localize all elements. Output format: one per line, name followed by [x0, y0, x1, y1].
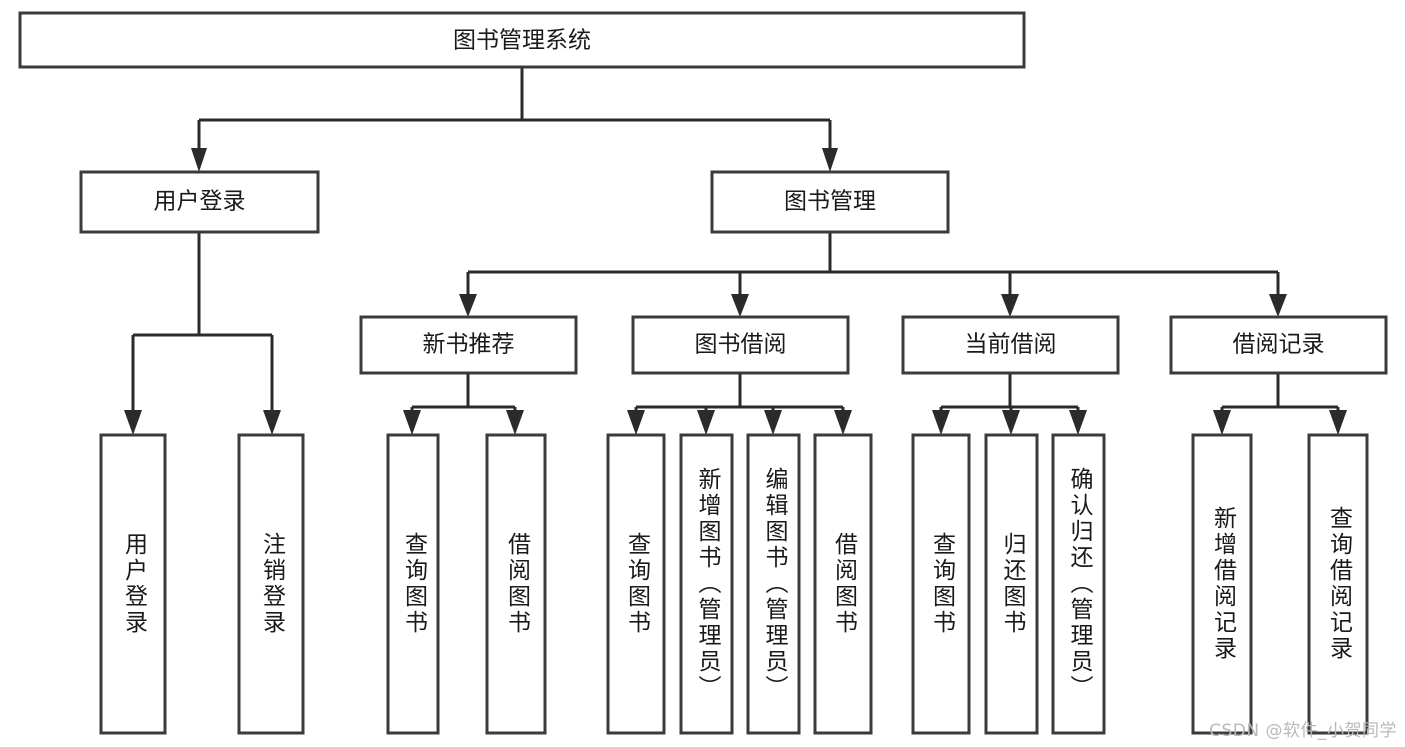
node-leaf-logout-label: 注销登录	[258, 532, 285, 636]
node-leaf-add-book[interactable]: 新增图书（管理员）	[679, 433, 734, 735]
node-leaf-return-book-textwrap: 归还图书	[999, 532, 1025, 636]
arrow-bm-to-current-borrow	[1001, 294, 1019, 317]
node-book-borrow-label: 图书借阅	[695, 332, 787, 358]
node-root-label: 图书管理系统	[453, 28, 591, 54]
node-user-login[interactable]: 用户登录	[79, 170, 320, 234]
node-leaf-confirm-return-box[interactable]	[1051, 433, 1106, 735]
node-leaf-query-book-3-textwrap: 查询图书	[928, 532, 955, 636]
node-leaf-query-book-2[interactable]: 查询图书	[606, 433, 666, 735]
node-book-manage[interactable]: 图书管理	[710, 170, 950, 234]
node-leaf-borrow-book-1-textwrap: 借阅图书	[503, 532, 530, 636]
node-leaf-query-book-1[interactable]: 查询图书	[386, 433, 440, 735]
node-borrow-record-label: 借阅记录	[1233, 332, 1325, 358]
connector-layer	[124, 67, 1347, 435]
node-leaf-user-login-textwrap: 用户登录	[120, 532, 147, 636]
arrow-cb-to-leaf2	[1002, 410, 1020, 435]
node-leaf-confirm-return-label: 确认归还（管理员）	[1066, 467, 1092, 701]
node-leaf-edit-book-label: 编辑图书（管理员）	[761, 467, 787, 701]
node-leaf-borrow-book-2-label: 借阅图书	[830, 532, 857, 636]
node-leaf-user-login-label: 用户登录	[120, 532, 147, 636]
node-leaf-confirm-return[interactable]: 确认归还（管理员）	[1051, 433, 1106, 735]
arrow-user-login-to-leaf2	[263, 410, 281, 435]
node-leaf-add-book-textwrap: 新增图书（管理员）	[694, 467, 720, 701]
node-leaf-edit-book-box[interactable]	[746, 433, 801, 735]
node-leaf-logout[interactable]: 注销登录	[237, 433, 305, 735]
node-borrow-record[interactable]: 借阅记录	[1169, 315, 1388, 375]
node-leaf-user-login-box[interactable]	[99, 433, 167, 735]
node-leaf-edit-book-textwrap: 编辑图书（管理员）	[761, 467, 787, 701]
node-root[interactable]: 图书管理系统	[18, 11, 1026, 69]
node-leaf-query-book-1-label: 查询图书	[400, 532, 427, 636]
node-leaf-query-record-textwrap: 查询借阅记录	[1325, 506, 1352, 662]
arrow-cb-to-leaf3	[1069, 410, 1087, 435]
node-leaf-query-book-3-label: 查询图书	[928, 532, 955, 636]
node-current-borrow[interactable]: 当前借阅	[901, 315, 1120, 375]
arrow-br-to-leaf2	[1329, 410, 1347, 435]
node-leaf-query-book-2-label: 查询图书	[623, 532, 650, 636]
node-leaf-add-book-box[interactable]	[679, 433, 734, 735]
arrow-root-to-book-manage	[822, 148, 838, 172]
node-root-box[interactable]	[18, 11, 1026, 69]
node-leaf-add-record-label: 新增借阅记录	[1209, 506, 1236, 662]
node-new-book-rec[interactable]: 新书推荐	[359, 315, 578, 375]
node-leaf-add-record-textwrap: 新增借阅记录	[1209, 506, 1236, 662]
arrow-cb-to-leaf1	[932, 410, 950, 435]
node-leaf-query-book-2-box[interactable]	[606, 433, 666, 735]
node-current-borrow-label: 当前借阅	[965, 332, 1057, 358]
arrow-bb-to-leaf1	[627, 410, 645, 435]
node-book-manage-label: 图书管理	[784, 189, 876, 215]
node-leaf-query-record-label: 查询借阅记录	[1325, 506, 1352, 662]
node-leaf-query-book-1-box[interactable]	[386, 433, 440, 735]
node-leaf-add-book-label: 新增图书（管理员）	[694, 467, 720, 701]
node-user-login-box[interactable]	[79, 170, 320, 234]
node-leaf-borrow-book-2[interactable]: 借阅图书	[813, 433, 873, 735]
arrow-bm-to-new-book-rec	[459, 294, 477, 317]
node-current-borrow-box[interactable]	[901, 315, 1120, 375]
node-book-borrow[interactable]: 图书借阅	[631, 315, 850, 375]
node-user-login-label: 用户登录	[154, 189, 246, 215]
arrow-bb-to-leaf3	[764, 410, 782, 435]
arrow-br-to-leaf1	[1213, 410, 1231, 435]
node-leaf-query-book-3-box[interactable]	[911, 433, 971, 735]
node-leaf-logout-box[interactable]	[237, 433, 305, 735]
node-leaf-borrow-book-1-label: 借阅图书	[503, 532, 530, 636]
node-book-borrow-box[interactable]	[631, 315, 850, 375]
node-leaf-return-book[interactable]: 归还图书	[984, 433, 1039, 735]
arrow-nbr-to-leaf1	[403, 410, 421, 435]
node-leaf-borrow-book-1[interactable]: 借阅图书	[485, 433, 547, 735]
node-leaf-return-book-box[interactable]	[984, 433, 1039, 735]
node-borrow-record-box[interactable]	[1169, 315, 1388, 375]
arrow-bm-to-borrow-record	[1269, 294, 1287, 317]
node-leaf-logout-textwrap: 注销登录	[258, 532, 285, 636]
node-new-book-rec-label: 新书推荐	[423, 332, 515, 358]
node-new-book-rec-box[interactable]	[359, 315, 578, 375]
arrow-nbr-to-leaf2	[506, 410, 524, 435]
node-leaf-query-record[interactable]: 查询借阅记录	[1307, 433, 1369, 735]
node-leaf-user-login[interactable]: 用户登录	[99, 433, 167, 735]
node-leaf-query-book-2-textwrap: 查询图书	[623, 532, 650, 636]
node-book-manage-box[interactable]	[710, 170, 950, 234]
arrow-root-to-user-login	[191, 148, 207, 172]
arrow-bb-to-leaf4	[834, 410, 852, 435]
node-leaf-confirm-return-textwrap: 确认归还（管理员）	[1066, 467, 1092, 701]
node-leaf-return-book-label: 归还图书	[999, 532, 1025, 636]
arrow-bm-to-book-borrow	[731, 294, 749, 317]
node-leaf-query-record-box[interactable]	[1307, 433, 1369, 735]
node-leaf-borrow-book-2-box[interactable]	[813, 433, 873, 735]
arrow-bb-to-leaf2	[697, 410, 715, 435]
node-leaf-add-record-box[interactable]	[1191, 433, 1253, 735]
node-leaf-edit-book[interactable]: 编辑图书（管理员）	[746, 433, 801, 735]
node-leaf-query-book-1-textwrap: 查询图书	[400, 532, 427, 636]
node-leaf-add-record[interactable]: 新增借阅记录	[1191, 433, 1253, 735]
node-leaf-borrow-book-1-box[interactable]	[485, 433, 547, 735]
node-leaf-query-book-3[interactable]: 查询图书	[911, 433, 971, 735]
node-leaf-borrow-book-2-textwrap: 借阅图书	[830, 532, 857, 636]
arrow-user-login-to-leaf1	[124, 410, 142, 435]
